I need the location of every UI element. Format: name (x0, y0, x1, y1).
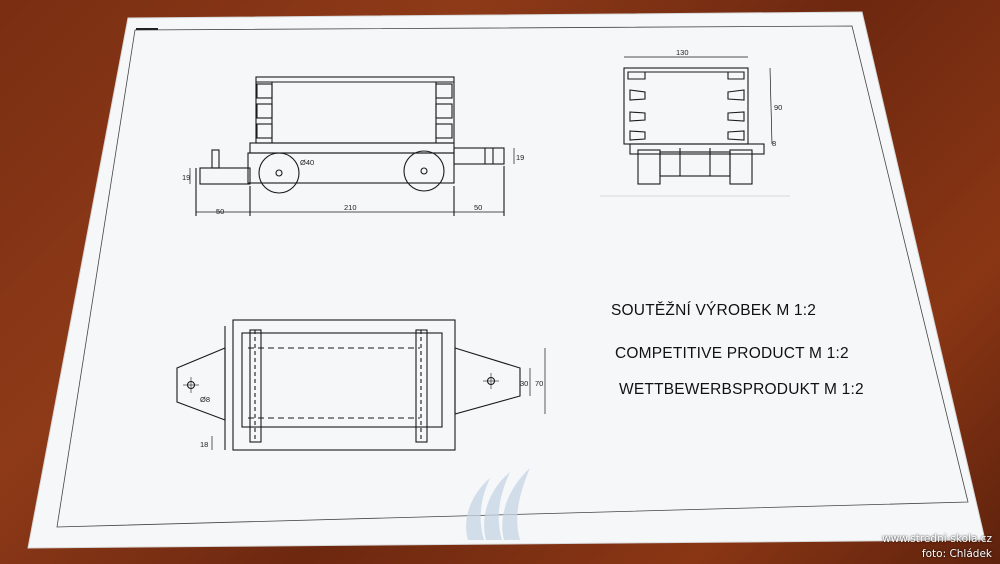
top-view (176, 319, 546, 451)
dim-front-height: 90 (774, 103, 782, 112)
title-english: COMPETITIVE PRODUCT M 1:2 (615, 345, 849, 362)
front-handle (454, 347, 521, 415)
rear-wheel (258, 152, 300, 194)
dim-wheel-diameter: Ø40 (300, 158, 314, 167)
credit-site: www.stredni-skola.cz (882, 533, 992, 545)
dim-side-left: 50 (216, 207, 224, 216)
dim-axle-left: 19 (182, 173, 190, 182)
dim-top-outer: 70 (535, 379, 543, 388)
dim-front-small: 8 (772, 139, 776, 148)
front-wheel (403, 150, 445, 192)
side-view (189, 76, 515, 216)
title-german: WETTBEWERBSPRODUKT M 1:2 (619, 381, 864, 398)
dim-top-inner: 30 (520, 379, 528, 388)
dim-front-width: 130 (676, 48, 689, 57)
dim-side-middle: 210 (344, 203, 357, 212)
title-czech: SOUTĚŽNÍ VÝROBEK M 1:2 (611, 302, 817, 319)
paper-sheet (27, 11, 986, 549)
drawing-frame (56, 25, 969, 528)
watermark-logo (466, 468, 530, 540)
dim-side-right: 50 (474, 203, 482, 212)
dim-top-bottom: 18 (200, 440, 208, 449)
credit-photo: foto: Chládek (921, 548, 992, 560)
front-view (600, 56, 790, 197)
rear-handle (176, 347, 226, 421)
dim-top-hole: Ø8 (200, 395, 210, 404)
dim-axle-right: 19 (516, 153, 524, 162)
